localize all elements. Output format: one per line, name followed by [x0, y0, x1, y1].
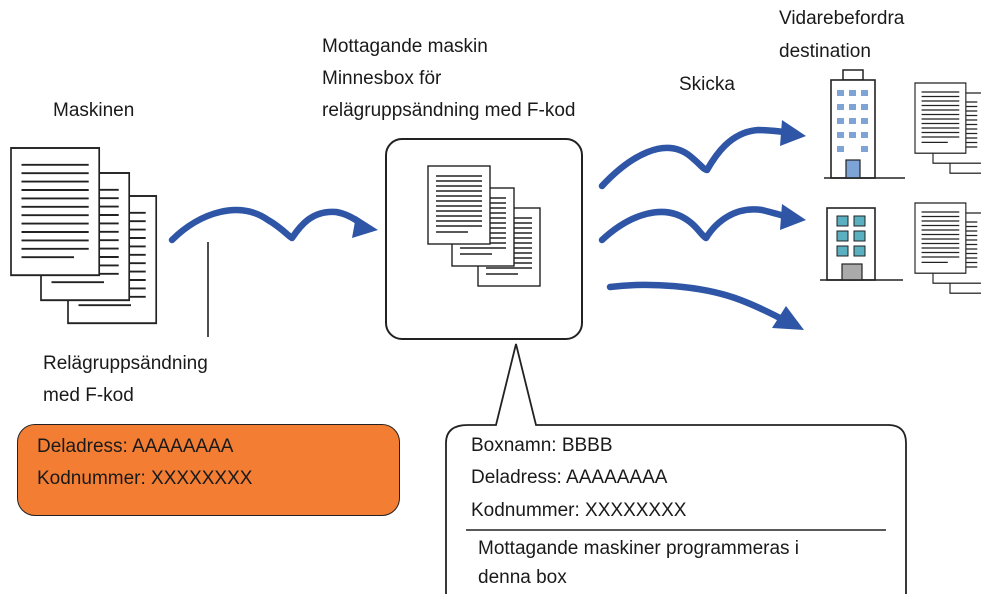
receiving-label-line1: Mottagande maskin	[322, 36, 488, 57]
callout-subaddress: Deladress: AAAAAAAA	[471, 467, 668, 488]
machine-label: Maskinen	[53, 100, 135, 121]
forward-arrow-1-icon	[598, 126, 788, 190]
relay-arrowhead	[352, 216, 378, 238]
sender-subaddress: Deladress: AAAAAAAA	[37, 436, 234, 457]
receiving-label-line3: relägruppsändning med F-kod	[322, 100, 576, 121]
sender-passcode: Kodnummer: XXXXXXXX	[37, 468, 253, 489]
destination-document-stack-1-icon	[914, 82, 981, 174]
destination-document-stack-2-icon	[914, 202, 981, 294]
forward-arrow-3-icon	[606, 281, 784, 322]
send-label: Skicka	[679, 74, 735, 95]
forward-label-line2: destination	[779, 41, 871, 62]
forward-arrow-2-icon	[598, 206, 788, 244]
callout-note-line1: Mottagande maskiner programmeras i	[478, 538, 800, 559]
forward-arrowhead-1	[780, 120, 806, 146]
forward-arrowhead-2	[780, 204, 806, 230]
callout-box-name: Boxnamn: BBBB	[471, 435, 613, 456]
relay-label-line2: med F-kod	[43, 385, 134, 406]
forward-label-line1: Vidarebefordra	[779, 8, 905, 29]
receiving-label-line2: Minnesbox för	[322, 68, 442, 89]
callout-passcode: Kodnummer: XXXXXXXX	[471, 500, 687, 521]
relay-arrow-icon	[168, 206, 366, 244]
callout-note-line2: denna box	[478, 567, 567, 588]
sender-fcode-box: Deladress: AAAAAAAA Kodnummer: XXXXXXXX	[17, 424, 400, 516]
relay-label-line1: Relägruppsändning	[43, 353, 208, 374]
forward-arrowhead-3	[772, 306, 804, 330]
sender-document-stack-icon	[10, 147, 158, 325]
apartment-building-icon	[820, 207, 903, 281]
office-building-icon	[824, 69, 905, 179]
mailbox-callout-bubble	[445, 343, 907, 594]
